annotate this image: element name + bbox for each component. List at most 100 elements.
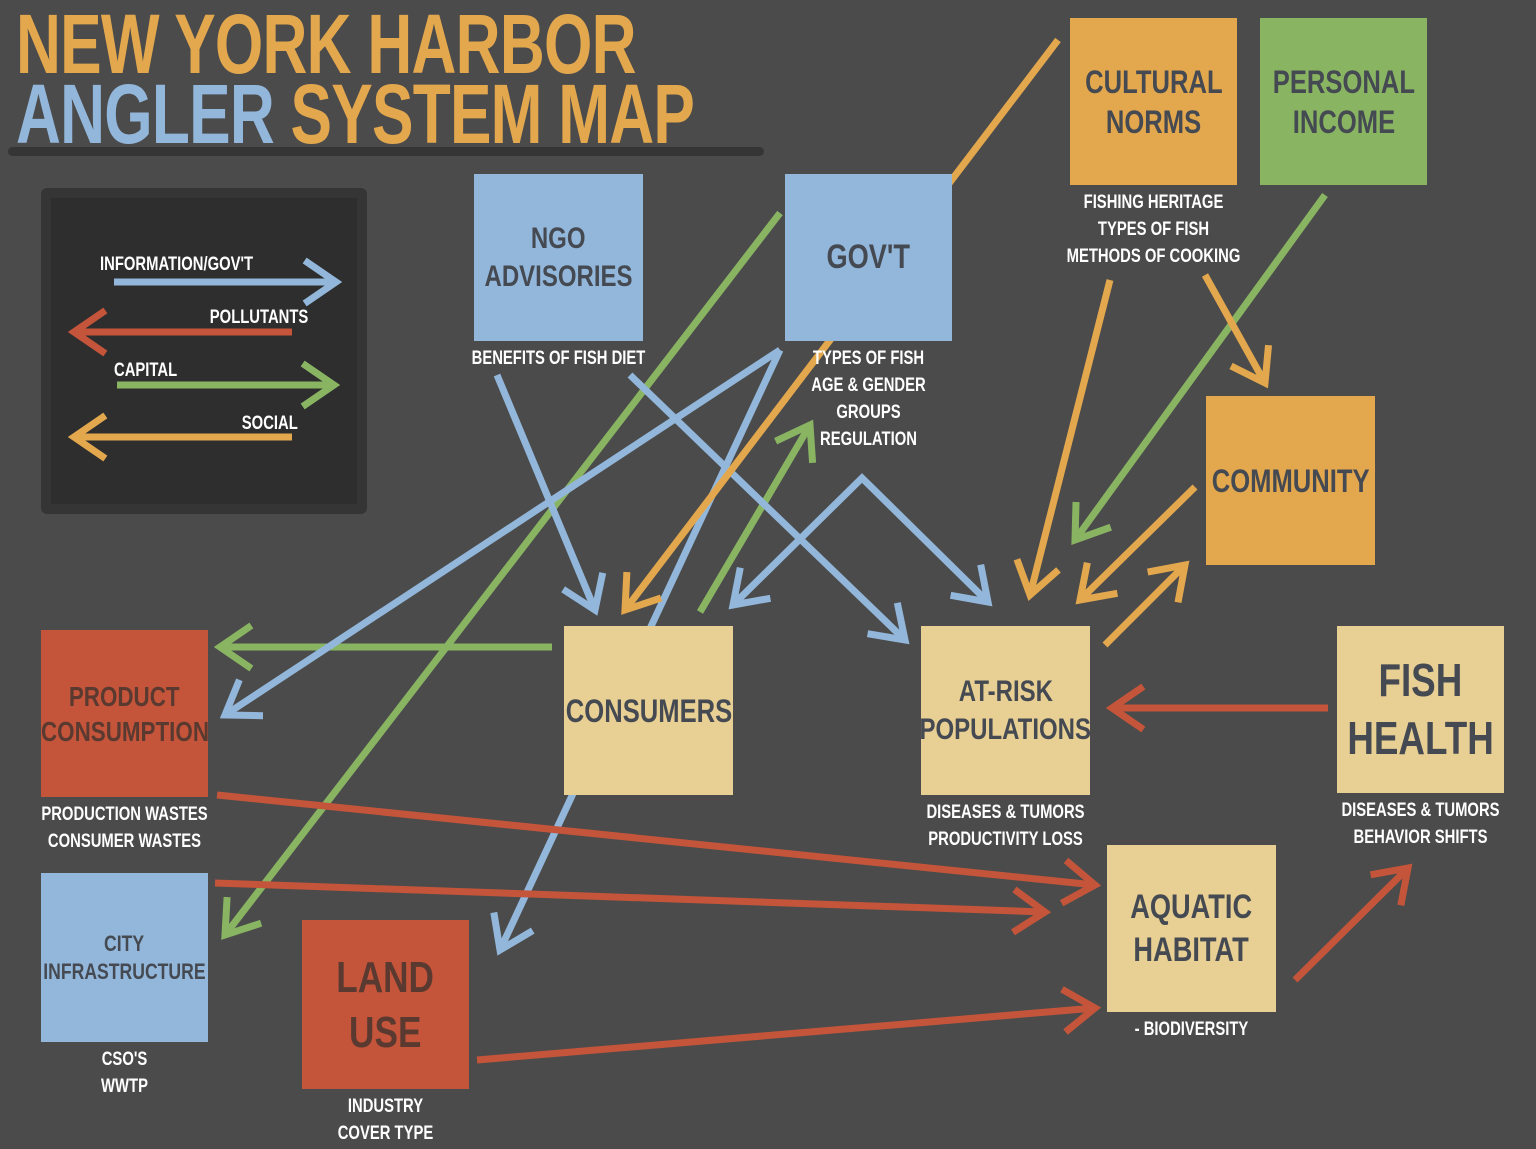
arrow-info-govt-to-landuse-head — [490, 911, 535, 956]
arrow-social-cultural-to-consumers-head — [621, 571, 663, 615]
arrow-pollutant-landuse-to-aquatic-head — [1060, 986, 1102, 1035]
node-label: CULTURAL — [1084, 63, 1223, 100]
arrow-capital-income-to-atrisk-head — [1071, 501, 1112, 546]
node-note: CSO'S — [101, 1049, 148, 1070]
node-label: CONSUMERS — [565, 692, 732, 729]
node-note: DISEASES & TUMORS — [1341, 800, 1500, 821]
legend-arrow-capital-head — [300, 360, 341, 410]
arrow-social-atrisk-to-community — [1102, 562, 1188, 648]
arrow-info-ngo-to-consumers — [493, 373, 599, 612]
node-notes-govt: TYPES OF FISH AGE & GENDER GROUPS REGULATIO… — [745, 345, 992, 453]
arrow-capital-consumers-to-govt-head — [774, 419, 817, 464]
legend-label-pollutants: POLLUTANTS — [209, 307, 309, 328]
legend-arrow-pollutants-head — [67, 307, 108, 357]
node-note: AGE & GENDER — [811, 375, 926, 396]
arrow-pollutant-fishhealth-to-atrisk-head — [1105, 683, 1146, 733]
arrow-social-atrisk-to-community-head — [1147, 560, 1190, 603]
arrow-pollutant-aquatic-to-fishhealth-head — [1369, 863, 1413, 906]
node-note: WWTP — [101, 1076, 148, 1097]
arrow-capital-consumers-to-govt — [696, 423, 814, 614]
node-ngo: NGO ADVISORIES — [474, 174, 643, 341]
title-system-map: SYSTEM MAP — [290, 67, 695, 161]
arrow-info-consumers-atrisk — [730, 473, 991, 608]
node-notes-city: CSO'S WWTP — [1, 1046, 248, 1100]
node-note: CONSUMER WASTES — [47, 831, 202, 852]
arrow-pollutant-city-to-aquatic — [214, 879, 1046, 916]
arrow-info-ngo-to-consumers-head — [561, 572, 607, 616]
node-notes-ngo: BENEFITS OF FISH DIET — [434, 345, 683, 372]
node-label: POPULATIONS — [919, 712, 1092, 746]
arrow-pollutant-landuse-to-aquatic — [476, 1004, 1096, 1064]
arrow-capital-govt-to-city-head — [221, 896, 263, 940]
node-consumers: CONSUMERS — [564, 626, 733, 795]
legend-arrow-information-head — [302, 257, 343, 307]
node-label: CONSUMPTION — [40, 715, 209, 747]
title-line-2: ANGLER SYSTEM MAP — [16, 72, 695, 156]
node-note: PRODUCTIVITY LOSS — [928, 829, 1083, 850]
node-label: CITY — [104, 931, 145, 956]
node-community: COMMUNITY — [1206, 396, 1375, 565]
arrow-info-consumers-atrisk-head — [728, 567, 772, 610]
arrow-social-cultural-to-atrisk — [1026, 279, 1114, 596]
arrow-social-cultural-to-community — [1201, 273, 1269, 385]
node-notes-product: PRODUCTION WASTES CONSUMER WASTES — [1, 801, 248, 855]
node-label: HEALTH — [1347, 711, 1494, 764]
node-label: ADVISORIES — [484, 259, 633, 293]
node-label: INFRASTRUCTURE — [43, 958, 206, 984]
arrow-info-ngo-to-atrisk-head — [866, 602, 910, 645]
node-note: REGULATION — [820, 429, 917, 450]
node-note: PRODUCTION WASTES — [41, 804, 208, 825]
node-note: TYPES OF FISH — [1097, 219, 1210, 240]
node-note: BEHAVIOR SHIFTS — [1353, 827, 1488, 848]
legend-label-social: SOCIAL — [241, 413, 298, 434]
arrow-capital-consumers-to-product-head — [213, 622, 254, 672]
node-note: BENEFITS OF FISH DIET — [471, 348, 646, 369]
node-note: TYPES OF FISH — [812, 348, 925, 369]
node-label: NGO — [531, 222, 586, 255]
node-govt: GOV'T — [785, 174, 952, 341]
node-note: INDUSTRY — [347, 1096, 424, 1117]
node-label: FISH — [1378, 654, 1463, 706]
node-note: METHODS OF COOKING — [1066, 246, 1241, 267]
arrow-pollutant-aquatic-to-fishhealth — [1292, 865, 1411, 983]
node-note: FISHING HERITAGE — [1083, 192, 1224, 213]
arrow-info-consumers-atrisk-head — [949, 564, 993, 607]
node-note: GROUPS — [836, 402, 901, 423]
node-label: GOV'T — [826, 238, 911, 277]
node-notes-atrisk: DISEASES & TUMORS PRODUCTIVITY LOSS — [881, 799, 1130, 853]
arrow-pollutant-product-to-aquatic — [216, 791, 1096, 889]
title-divider — [8, 147, 764, 156]
arrow-pollutant-city-to-aquatic-head — [1011, 886, 1052, 936]
node-note: - BIODIVERSITY — [1134, 1019, 1249, 1040]
arrow-social-community-to-atrisk — [1077, 484, 1198, 603]
arrow-social-community-to-atrisk-head — [1075, 562, 1119, 605]
legend-label-information: INFORMATION/GOV'T — [100, 254, 254, 275]
arrow-social-cultural-to-community-head — [1229, 344, 1273, 389]
node-label: PERSONAL — [1272, 63, 1415, 100]
node-note: DISEASES & TUMORS — [926, 802, 1085, 823]
node-notes-fishhealth: DISEASES & TUMORS BEHAVIOR SHIFTS — [1297, 797, 1536, 851]
arrow-capital-govt-to-city — [222, 210, 783, 938]
arrow-info-govt-to-product — [223, 347, 782, 718]
node-label: USE — [349, 1007, 422, 1057]
node-label: COMMUNITY — [1211, 462, 1370, 499]
title-line-1: NEW YORK HARBOR — [16, 0, 636, 91]
arrow-capital-income-to-atrisk — [1072, 192, 1328, 543]
legend-label-capital: CAPITAL — [114, 360, 178, 381]
node-label: PRODUCT — [69, 680, 180, 712]
node-notes-aquatic: - BIODIVERSITY — [1067, 1016, 1316, 1043]
node-notes-cultural: FISHING HERITAGE TYPES OF FISH METHODS OF … — [1030, 189, 1277, 270]
node-label: HABITAT — [1133, 930, 1250, 969]
legend-arrow-social-head — [67, 412, 108, 462]
arrow-pollutant-product-to-aquatic-head — [1059, 857, 1102, 907]
title-angler: ANGLER — [16, 67, 275, 161]
